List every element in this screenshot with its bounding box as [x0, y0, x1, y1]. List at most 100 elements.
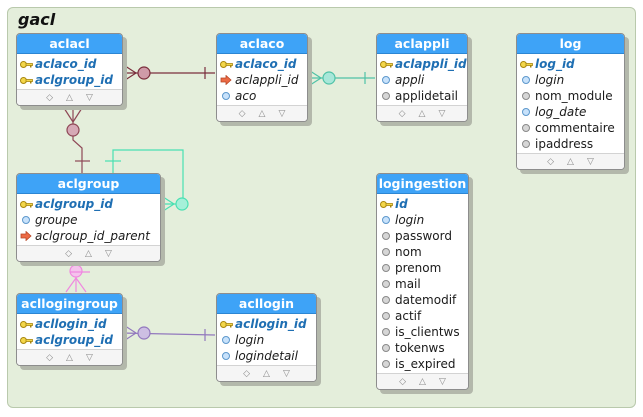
primary-key-icon: [217, 320, 235, 329]
triangle-up-icon[interactable]: △: [419, 376, 426, 387]
column-icon: [517, 140, 535, 148]
index-column-icon: [217, 336, 235, 344]
index-column-icon: [217, 92, 235, 100]
column-name: id: [395, 197, 408, 211]
column-row[interactable]: applidetail: [377, 88, 467, 104]
column-row[interactable]: aclgroup_id: [17, 332, 122, 348]
column-row[interactable]: aclgroup_id: [17, 196, 160, 212]
triangle-down-icon[interactable]: ▽: [104, 248, 112, 259]
diamond-icon[interactable]: ◇: [243, 368, 251, 379]
column-row[interactable]: is_expired: [377, 356, 468, 372]
column-row[interactable]: log_date: [517, 104, 624, 120]
triangle-up-icon[interactable]: △: [567, 156, 574, 167]
primary-key-icon: [17, 200, 35, 209]
column-row[interactable]: is_clientws: [377, 324, 468, 340]
column-name: aco: [235, 89, 257, 103]
column-row[interactable]: login: [217, 332, 316, 348]
column-row[interactable]: groupe: [17, 212, 160, 228]
column-name: login: [235, 333, 265, 347]
triangle-down-icon[interactable]: ▽: [282, 368, 290, 379]
triangle-down-icon[interactable]: ▽: [85, 92, 93, 103]
column-name: login: [535, 73, 565, 87]
column-row[interactable]: aclgroup_id: [17, 72, 122, 88]
column-row[interactable]: log_id: [517, 56, 624, 72]
column-row[interactable]: aco: [217, 88, 307, 104]
triangle-up-icon[interactable]: △: [66, 92, 73, 103]
diamond-icon[interactable]: ◇: [547, 156, 555, 167]
triangle-up-icon[interactable]: △: [263, 368, 270, 379]
column-name: ipaddress: [535, 137, 594, 151]
column-row[interactable]: login: [377, 212, 468, 228]
column-row[interactable]: datemodif: [377, 292, 468, 308]
diamond-icon[interactable]: ◇: [399, 376, 407, 387]
triangle-up-icon[interactable]: △: [258, 108, 266, 119]
triangle-up-icon[interactable]: △: [85, 248, 92, 259]
column-name: prenom: [395, 261, 442, 275]
column-name: appli: [395, 73, 425, 87]
table-title[interactable]: logingestion: [377, 174, 468, 194]
column-row[interactable]: aclaco_id: [217, 56, 307, 72]
triangle-down-icon[interactable]: ▽: [586, 156, 594, 167]
column-row[interactable]: password: [377, 228, 468, 244]
column-row[interactable]: mail: [377, 276, 468, 292]
column-name: nom_module: [535, 89, 613, 103]
triangle-up-icon[interactable]: △: [418, 108, 426, 119]
relation-aclacl-aclaco: [121, 63, 215, 83]
primary-key-icon: [17, 320, 35, 329]
column-row[interactable]: id: [377, 196, 468, 212]
relation-acllogingroup-acllogin: [121, 323, 216, 343]
column-row[interactable]: tokenws: [377, 340, 468, 356]
foreign-key-icon: [217, 75, 235, 85]
diamond-icon[interactable]: ◇: [398, 108, 406, 119]
table-title[interactable]: aclaco: [217, 34, 307, 54]
column-name: applidetail: [395, 89, 458, 103]
table-footer: ◇ △ ▽: [217, 365, 316, 381]
column-row[interactable]: commentaire: [517, 120, 624, 136]
triangle-down-icon[interactable]: ▽: [85, 352, 93, 363]
column-icon: [517, 92, 535, 100]
column-icon: [517, 124, 535, 132]
table-title[interactable]: acllogingroup: [17, 294, 122, 314]
table-footer: ◇ △ ▽: [17, 245, 160, 261]
column-row[interactable]: prenom: [377, 260, 468, 276]
column-icon: [377, 92, 395, 100]
column-row[interactable]: ipaddress: [517, 136, 624, 152]
table-title[interactable]: aclappli: [377, 34, 467, 54]
column-row[interactable]: appli: [377, 72, 467, 88]
triangle-down-icon[interactable]: ▽: [438, 108, 446, 119]
column-row[interactable]: nom_module: [517, 88, 624, 104]
column-name: log_id: [535, 57, 575, 71]
column-row[interactable]: actif: [377, 308, 468, 324]
triangle-down-icon[interactable]: ▽: [438, 376, 446, 387]
column-row[interactable]: login: [517, 72, 624, 88]
diamond-icon[interactable]: ◇: [238, 108, 246, 119]
diamond-icon[interactable]: ◇: [65, 248, 73, 259]
table-title[interactable]: acllogin: [217, 294, 316, 314]
column-row[interactable]: acllogin_id: [17, 316, 122, 332]
column-row[interactable]: aclappli_id: [377, 56, 467, 72]
triangle-down-icon[interactable]: ▽: [278, 108, 286, 119]
column-row[interactable]: acllogin_id: [217, 316, 316, 332]
table-title[interactable]: aclgroup: [17, 174, 160, 194]
column-row[interactable]: aclgroup_id_parent: [17, 228, 160, 244]
triangle-up-icon[interactable]: △: [66, 352, 73, 363]
diamond-icon[interactable]: ◇: [46, 92, 54, 103]
column-row[interactable]: aclaco_id: [17, 56, 122, 72]
table-title[interactable]: log: [517, 34, 624, 54]
column-row[interactable]: nom: [377, 244, 468, 260]
column-name: login: [395, 213, 425, 227]
diamond-icon[interactable]: ◇: [46, 352, 54, 363]
column-row[interactable]: aclappli_id: [217, 72, 307, 88]
table-title[interactable]: aclacl: [17, 34, 122, 54]
column-row[interactable]: logindetail: [217, 348, 316, 364]
